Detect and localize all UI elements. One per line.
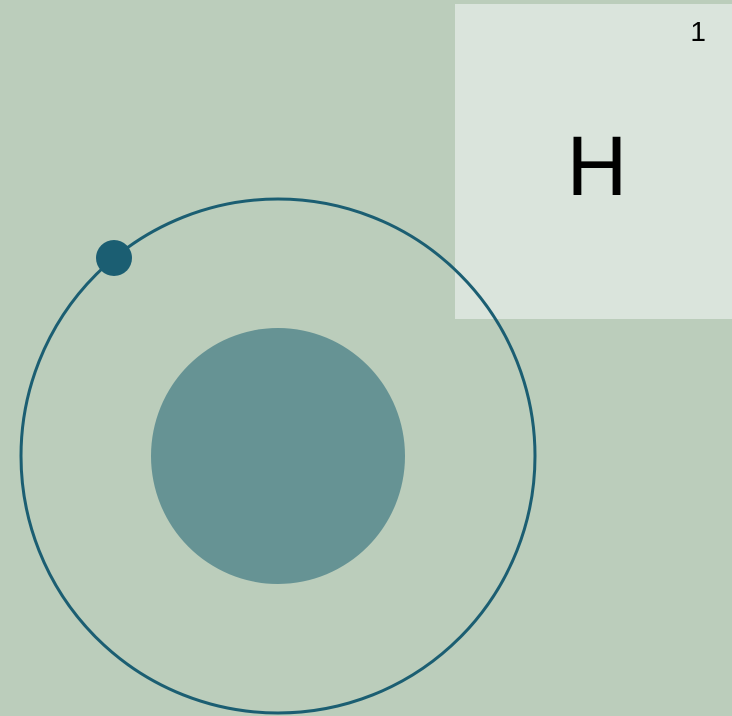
atomic-number: 1 [690, 16, 706, 47]
element-card: 1 H [455, 4, 732, 319]
nucleus [151, 328, 405, 584]
electron [96, 240, 132, 276]
electron-orbit [19, 197, 537, 715]
element-symbol: H [566, 119, 628, 213]
element-card-background [455, 4, 732, 319]
